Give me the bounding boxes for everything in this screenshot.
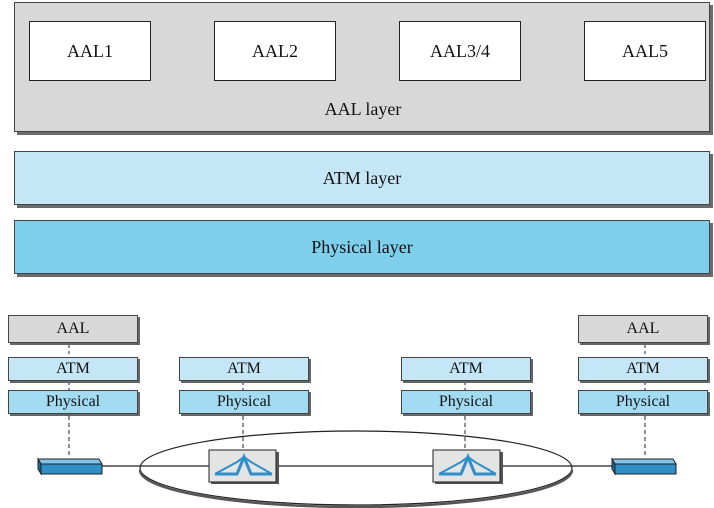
aal1-box: AAL1 <box>29 21 151 81</box>
atm-network-ellipse-shadow <box>138 469 574 508</box>
endpoint-device-icon <box>37 457 103 476</box>
left-switch-atm: ATM <box>179 357 309 381</box>
aal2-box: AAL2 <box>214 21 336 81</box>
endpoint-device-icon <box>611 457 677 476</box>
right-switch-atm: ATM <box>401 357 531 381</box>
atm-layer: ATM layer <box>14 151 710 205</box>
atm-switch-icon <box>432 449 503 484</box>
aal-layer-label: AAL layer <box>324 99 402 119</box>
right-endpoint-atm: ATM <box>578 357 708 381</box>
left-switch-physical: Physical <box>179 390 309 414</box>
right-endpoint-aal: AAL <box>578 315 708 343</box>
left-endpoint-physical: Physical <box>8 390 138 414</box>
atm-switch-icon <box>208 449 279 484</box>
physical-layer-label: Physical layer <box>311 236 413 257</box>
aal-layer: AAL1 AAL2 AAL3/4 AAL5 AAL layer <box>14 2 710 132</box>
left-endpoint-atm: ATM <box>8 357 138 381</box>
right-endpoint-physical: Physical <box>578 390 708 414</box>
atm-network-ellipse <box>139 430 573 506</box>
left-endpoint-aal: AAL <box>8 315 138 343</box>
aal5-box: AAL5 <box>584 21 706 81</box>
aal34-box: AAL3/4 <box>399 21 521 81</box>
physical-layer: Physical layer <box>14 220 710 274</box>
atm-layer-label: ATM layer <box>322 167 402 188</box>
right-switch-physical: Physical <box>401 390 531 414</box>
